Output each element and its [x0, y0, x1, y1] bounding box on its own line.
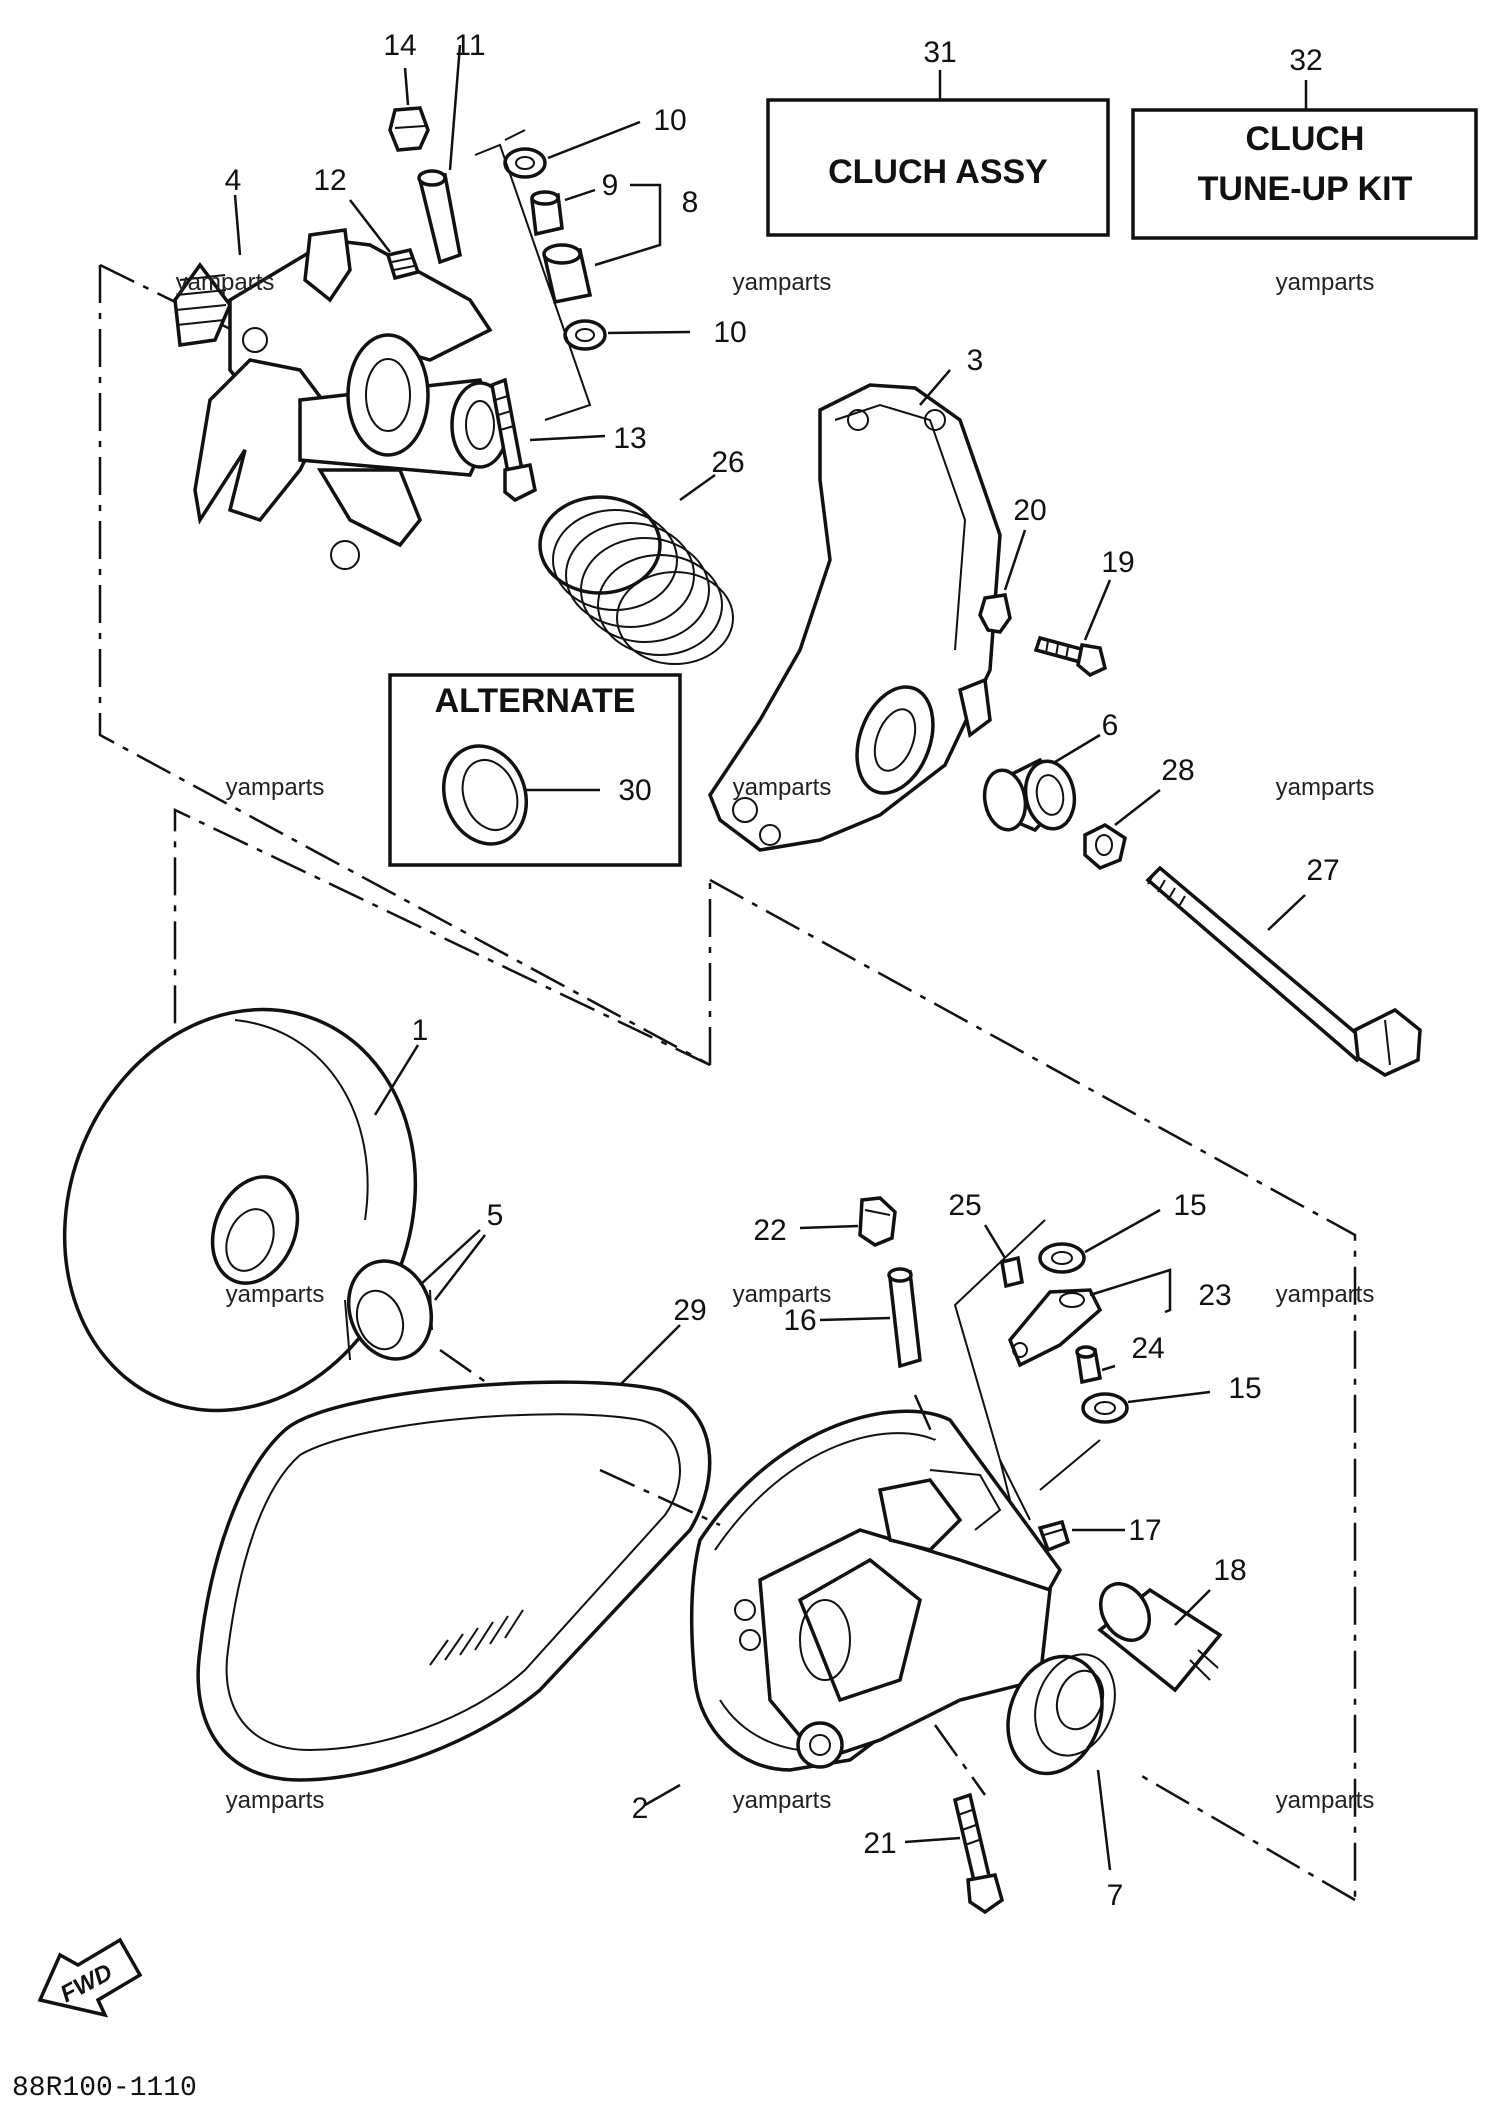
callout-18: 18 [1213, 1554, 1246, 1587]
callout-28: 28 [1161, 754, 1194, 787]
watermark: yamparts [1276, 1787, 1375, 1814]
callout-15-lower: 15 [1228, 1372, 1261, 1405]
part-18-sleeve: 18 [1097, 1554, 1247, 1693]
group-bracket-23-25 [953, 1219, 1101, 1521]
callout-4: 4 [225, 164, 242, 197]
alternate-label: ALTERNATE [435, 682, 636, 720]
callout-19: 19 [1101, 546, 1134, 579]
callout-20: 20 [1013, 494, 1046, 527]
callout-10-upper: 10 [653, 104, 686, 137]
watermark: yamparts [1276, 269, 1375, 296]
part-12-screw: 12 [313, 164, 421, 281]
callout-17: 17 [1128, 1514, 1161, 1547]
part-27-bolt: 27 [1145, 854, 1422, 1077]
callout-31: 31 [923, 36, 956, 69]
callout-3: 3 [967, 344, 984, 377]
watermark: yamparts [176, 269, 275, 296]
part-17-screw: 17 [1037, 1514, 1162, 1553]
callout-23: 23 [1198, 1279, 1231, 1312]
part-11-pin: 11 [417, 29, 486, 265]
part-22-nut: 22 [753, 1196, 897, 1247]
callout-22: 22 [753, 1214, 786, 1247]
part-23-arm: 23 [1007, 1268, 1232, 1368]
callout-14: 14 [383, 29, 416, 62]
watermark: yamparts [733, 269, 832, 296]
callout-15-upper: 15 [1173, 1189, 1206, 1222]
part-26-spring: 26 [538, 446, 745, 665]
part-29-belt: 29 [196, 1294, 712, 1782]
part-10-washer-lower: 10 [563, 316, 747, 351]
watermark: yamparts [226, 1281, 325, 1308]
part-19-bolt: 19 [1033, 546, 1135, 678]
callout-29: 29 [673, 1294, 706, 1327]
part-6-bushing: 6 [982, 709, 1119, 833]
callout-9: 9 [602, 169, 619, 202]
tuneup-kit-box: CLUCH TUNE-UP KIT 32 [1131, 44, 1478, 240]
part-14-nut: 14 [383, 29, 430, 152]
part-16-pin: 16 [783, 1267, 922, 1369]
watermark: yamparts [226, 1787, 325, 1814]
part-2-housing: 2 [632, 1409, 1063, 1825]
watermark: yamparts [1276, 1281, 1375, 1308]
part-5-weight: 5 [344, 1199, 504, 1361]
part-24-roller: 24 [1075, 1332, 1165, 1385]
callout-11: 11 [454, 29, 485, 62]
watermark: yamparts [733, 774, 832, 801]
callout-13: 13 [613, 422, 646, 455]
callout-30: 30 [618, 774, 651, 807]
callout-2: 2 [632, 1792, 649, 1825]
cluch-assy-label: CLUCH ASSY [828, 153, 1048, 191]
callout-7: 7 [1107, 1879, 1124, 1912]
part-3-spider: 3 [708, 344, 1002, 852]
part-10-washer-upper: 10 [503, 104, 687, 179]
callout-21: 21 [863, 1827, 896, 1860]
part-8-roller-assy: 8 [542, 183, 699, 305]
callout-27: 27 [1306, 854, 1339, 887]
part-15-washer-lower: 15 [1081, 1372, 1262, 1424]
forward-arrow: FWD [37, 1937, 143, 2018]
part-4-shaft-assembly: 4 [173, 164, 510, 570]
part-28-nut: 28 [1083, 754, 1195, 871]
callout-24: 24 [1131, 1332, 1164, 1365]
part-1-sheave: 1 [62, 1007, 429, 1413]
tuneup-kit-label-line2: TUNE-UP KIT [1198, 170, 1413, 208]
watermark: yamparts [733, 1787, 832, 1814]
callout-16: 16 [783, 1304, 816, 1337]
diagram-code: 88R100-1110 [12, 2073, 197, 2104]
callout-10-lower: 10 [713, 316, 746, 349]
part-13-bolt: 13 [490, 377, 647, 503]
part-21-bolt: 21 [863, 1792, 1005, 1915]
part-20-nut: 20 [978, 494, 1047, 634]
callout-8: 8 [682, 186, 699, 219]
callout-6: 6 [1102, 709, 1119, 742]
tuneup-kit-label-line1: CLUCH [1246, 120, 1365, 158]
part-15-washer-upper: 15 [1038, 1189, 1207, 1274]
cluch-assy-box: CLUCH ASSY 31 [766, 36, 1110, 237]
callout-12: 12 [313, 164, 346, 197]
part-7-bearing: 7 [1006, 1653, 1124, 1912]
alternate-box: ALTERNATE 30 [388, 673, 682, 867]
watermark: yamparts [1276, 774, 1375, 801]
watermark: yamparts [733, 1281, 832, 1308]
part-25-screw: 25 [948, 1189, 1024, 1289]
watermark: yamparts [226, 774, 325, 801]
callout-26: 26 [711, 446, 744, 479]
watermarks: yamparts yamparts yamparts yamparts yamp… [176, 269, 1375, 1814]
callout-32: 32 [1289, 44, 1322, 77]
callout-1: 1 [412, 1014, 429, 1047]
callout-25: 25 [948, 1189, 981, 1222]
assembly-leaders [439, 1348, 987, 1796]
group-bracket-8-10 [474, 129, 592, 421]
part-9-roller: 9 [530, 169, 619, 237]
callout-5: 5 [487, 1199, 504, 1232]
